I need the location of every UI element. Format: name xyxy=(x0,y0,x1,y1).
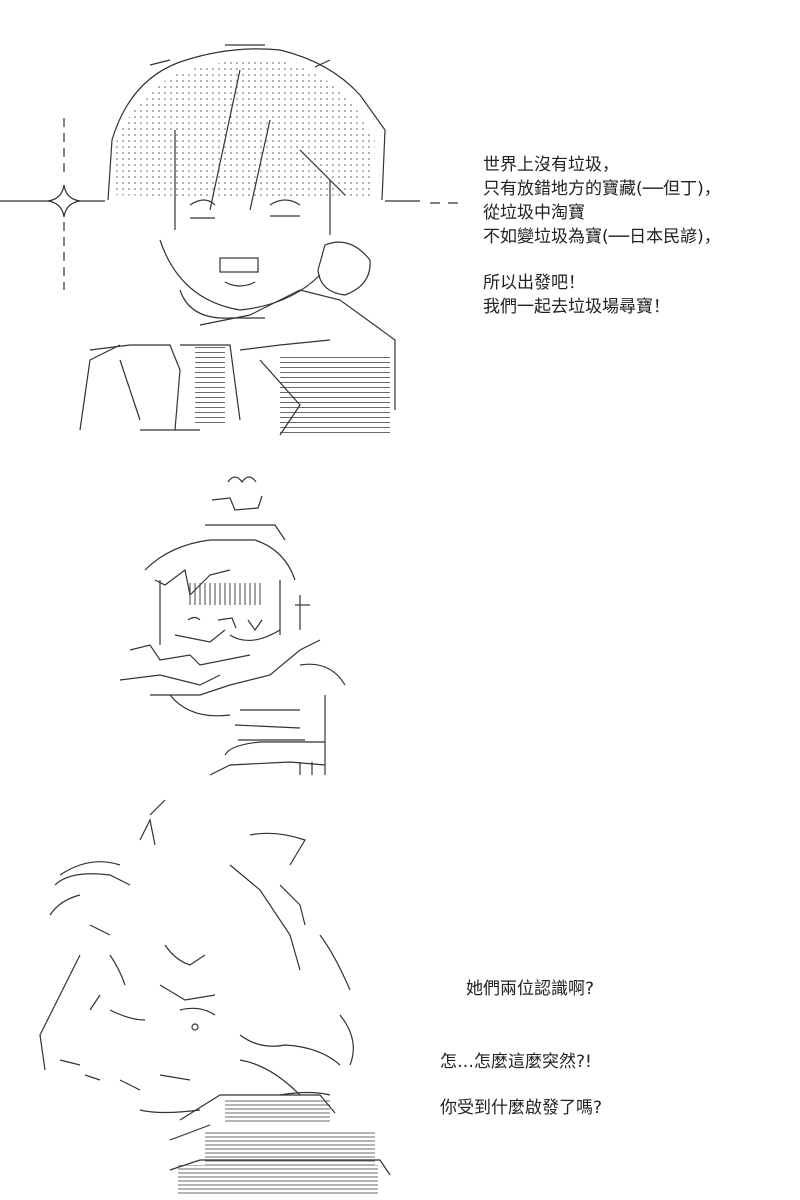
ascii-art-girl-cat-ears xyxy=(39,799,391,1195)
sparkle-icon xyxy=(0,118,105,290)
dialogue-text-3: 她們兩位認識啊? xyxy=(466,977,594,1001)
panel-1: 世界上沒有垃圾， 只有放錯地方的寶藏(──但丁)， 從垃圾中淘寶 不如變垃圾為寶… xyxy=(0,0,800,450)
ascii-art-girl-sparkle xyxy=(0,44,460,436)
text-line: 不如變垃圾為寶(──日本民諺)， xyxy=(483,227,721,247)
text-line: 世界上沒有垃圾， xyxy=(483,155,619,175)
ascii-art-girl-bows xyxy=(119,476,346,776)
text-line: 從垃圾中淘寶 xyxy=(483,203,585,223)
text-line: 她們兩位認識啊? xyxy=(466,979,595,999)
text-line: 只有放錯地方的寶藏(──但丁)， xyxy=(483,179,721,199)
dialogue-text-2: 怎…怎麼這麼突然?! 你受到什麼啟發了嗎? xyxy=(440,1050,602,1120)
text-gap xyxy=(483,249,721,271)
text-line: 怎…怎麼這麼突然?! xyxy=(440,1052,592,1072)
panel-2: 怎…怎麼這麼突然?! 你受到什麼啟發了嗎? xyxy=(0,470,800,1118)
narration-text-1: 世界上沒有垃圾， 只有放錯地方的寶藏(──但丁)， 從垃圾中淘寶 不如變垃圾為寶… xyxy=(483,153,721,319)
text-line: 我們一起去垃圾場尋寶！ xyxy=(483,297,670,317)
text-line: 你受到什麼啟發了嗎? xyxy=(440,1098,603,1118)
panel-3: 她們兩位認識啊? xyxy=(0,795,800,1200)
text-line: 所以出發吧！ xyxy=(483,273,585,293)
